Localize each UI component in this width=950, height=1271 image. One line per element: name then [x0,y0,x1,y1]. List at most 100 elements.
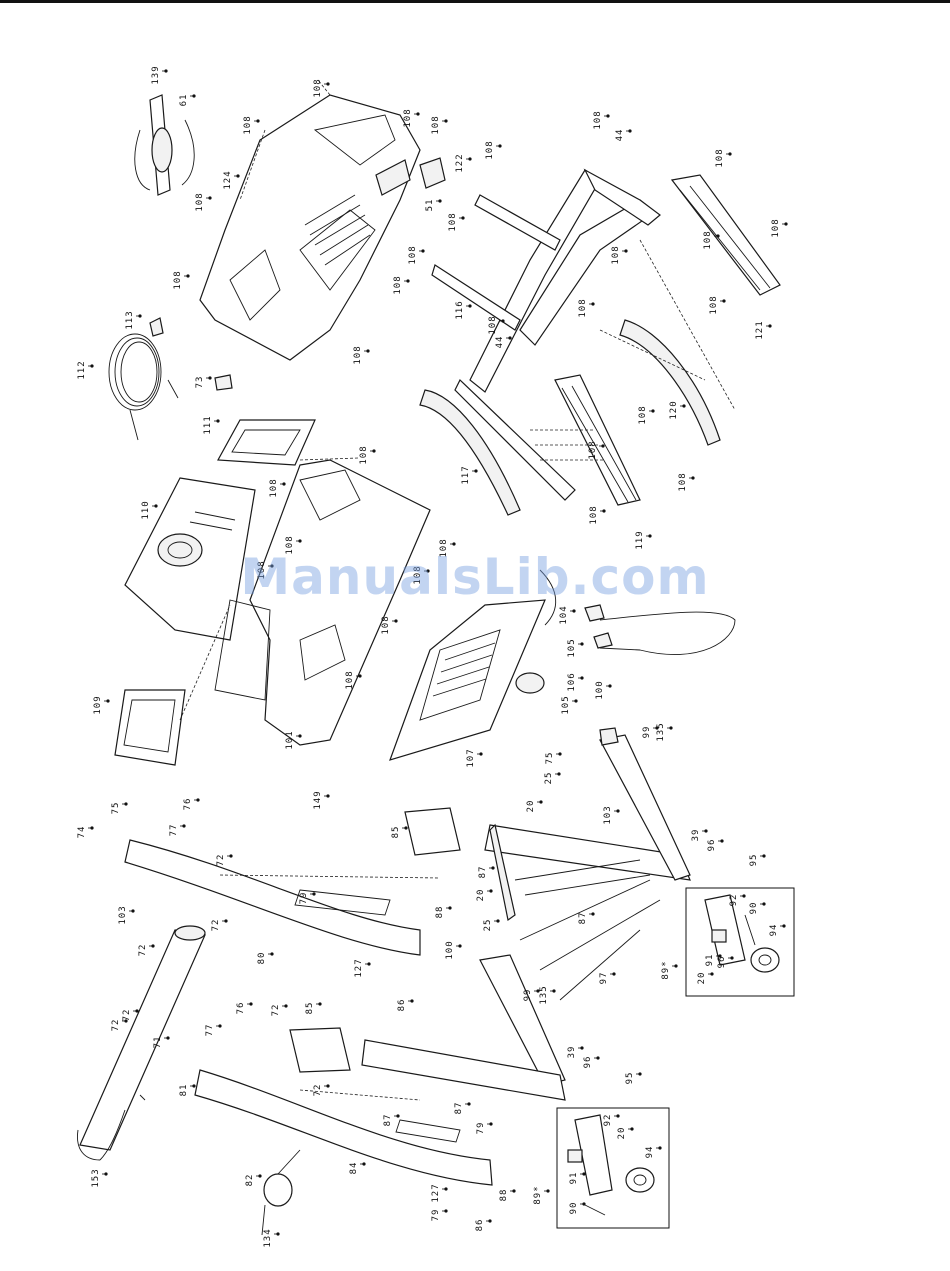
fastener-dot [512,1189,516,1193]
part-label-p105a: 105 [567,638,577,657]
part-label-p72b: 72 [211,919,221,932]
part-label-p90a: 90 [749,902,759,915]
fastener-dot [135,1009,139,1013]
fastener-dot [186,274,190,278]
part-label-p100b: 100 [445,940,455,959]
top-rule [0,0,950,3]
part-label-p77a: 77 [169,824,179,837]
fastener-dot [496,919,500,923]
deck-panel [389,569,557,761]
fastener-dot [468,157,472,161]
part-label-p75b: 75 [111,802,121,815]
part-label-p72d: 72 [122,1009,132,1022]
fastener-dot [546,1189,550,1193]
safety-key [134,94,195,196]
fastener-dot [236,174,240,178]
fastener-dot [501,319,505,323]
part-label-p79c: 79 [431,1209,441,1222]
part-label-p25b: 25 [483,919,493,932]
fastener-dot [444,119,448,123]
fastener-dot [651,409,655,413]
upright-frame [431,168,661,501]
part-label-p121: 121 [755,320,765,339]
fastener-dot [489,1122,493,1126]
fastener-dot [557,772,561,776]
fastener-dot [421,249,425,253]
part-label-p100a: 100 [595,680,605,699]
fastener-dot [256,119,260,123]
watermark: ManualsLib.com [240,548,710,606]
fastener-dot [498,144,502,148]
fastener-dot [582,1172,586,1176]
fastener-dot [224,919,228,923]
fastener-dot [718,954,722,958]
fastener-dot [276,1232,280,1236]
part-label-p84: 84 [349,1162,359,1175]
fastener-dot [182,824,186,828]
fastener-dot [124,1019,128,1023]
fastener-dot [458,944,462,948]
part-label-p92a: 92 [729,894,739,907]
part-label-p108o: 108 [703,230,713,249]
fastener-dot [730,956,734,960]
fastener-dot [154,504,158,508]
fastener-dot [508,336,512,340]
motor-hood [199,79,446,361]
fastener-dot [720,839,724,843]
fastener-dot [489,889,493,893]
part-label-p95b: 95 [625,1072,635,1085]
fastener-dot [591,912,595,916]
part-label-p108q: 108 [488,315,498,334]
base-frame [361,727,691,1101]
part-label-p88b: 88 [499,1189,509,1202]
part-label-p94a: 94 [769,924,779,937]
fastener-dot [326,82,330,86]
part-label-p109: 109 [93,695,103,714]
fastener-dot [151,944,155,948]
part-label-p108u: 108 [588,440,598,459]
part-label-p44a: 44 [615,129,625,142]
fastener-dot [404,826,408,830]
fastener-dot [164,69,168,73]
part-label-p127a: 127 [354,958,364,977]
fastener-dot [326,794,330,798]
part-label-p113: 113 [125,310,135,329]
part-label-p134: 134 [263,1228,273,1247]
fastener-dot [258,1174,262,1178]
part-label-p51: 51 [425,199,435,212]
fastener-dot [394,619,398,623]
fastener-dot [448,906,452,910]
part-label-p61: 61 [179,94,189,107]
part-label-p135a: 135 [656,722,666,741]
part-label-p116: 116 [455,300,465,319]
fastener-dot [716,234,720,238]
part-label-p77b: 77 [205,1024,215,1037]
handrails [419,174,781,516]
part-label-p108b: 108 [243,115,253,134]
fastener-dot [580,676,584,680]
front-roller [77,925,206,1161]
console [114,419,431,766]
fastener-dot [728,152,732,156]
fastener-dot [580,1046,584,1050]
fastener-dot [682,404,686,408]
part-label-p108ac: 108 [413,565,423,584]
part-label-p119: 119 [635,530,645,549]
fastener-dot [616,809,620,813]
part-label-p108s: 108 [709,295,719,314]
part-label-p108p: 108 [771,218,781,237]
fastener-dot [461,216,465,220]
fastener-dot [312,892,316,896]
fastener-dot [444,1209,448,1213]
part-label-p108j: 108 [485,140,495,159]
fastener-dot [784,222,788,226]
part-label-p108ae: 108 [345,670,355,689]
part-label-p89b: 89* [533,1185,543,1204]
fastener-dot [630,1127,634,1131]
part-label-p20d: 20 [617,1127,627,1140]
fastener-dot [491,866,495,870]
part-label-p87c: 87 [454,1102,464,1115]
fastener-dot [270,952,274,956]
